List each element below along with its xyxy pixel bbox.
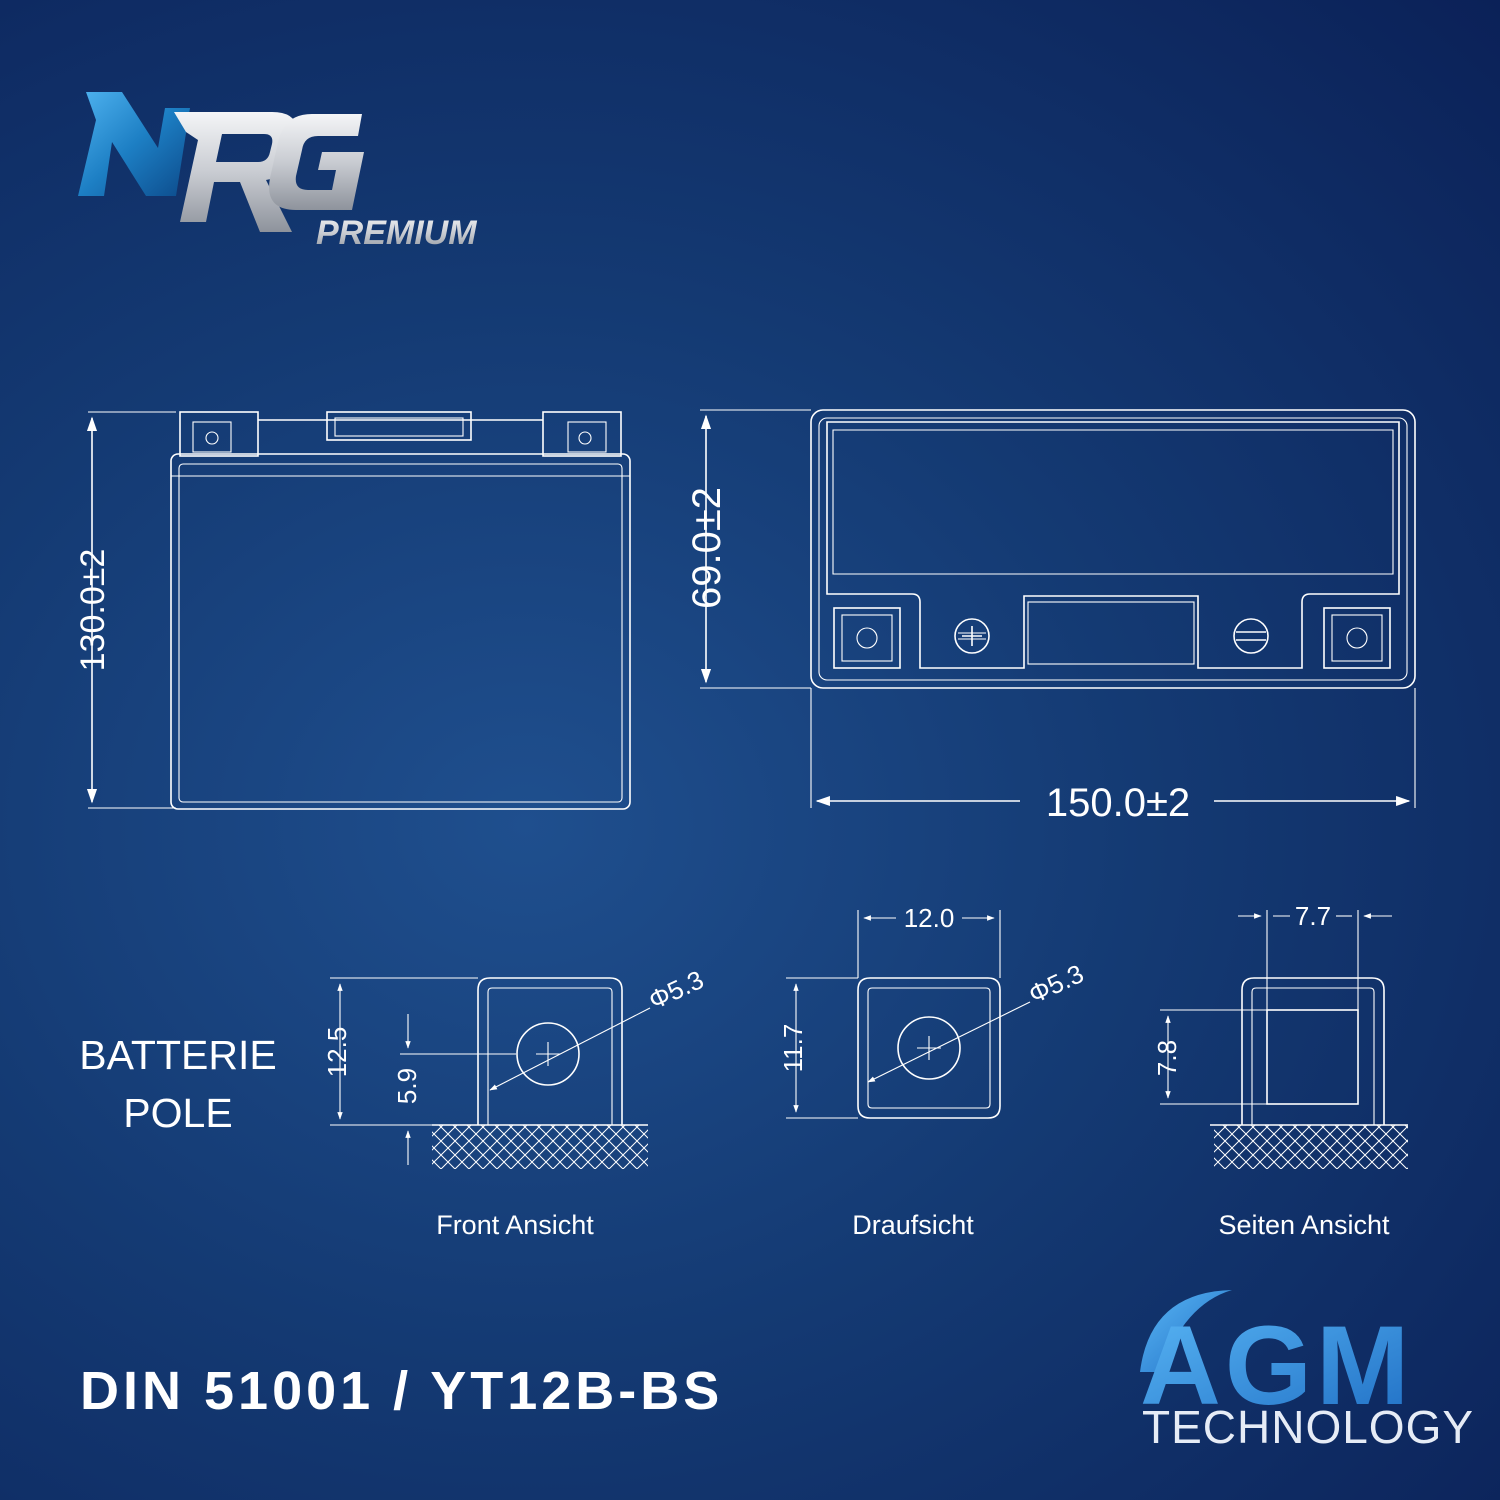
top-recess-outline xyxy=(826,421,1400,669)
plus-terminal-icon xyxy=(954,618,990,654)
battery-front-body xyxy=(170,453,631,810)
top-right-terminal xyxy=(1323,607,1391,669)
pole-label: POLE xyxy=(123,1090,233,1136)
pole-side-view xyxy=(1160,910,1408,1169)
pole-top-width-label: 12.0 xyxy=(904,903,955,933)
side-view-caption: Seiten Ansicht xyxy=(1218,1210,1390,1240)
battery-top-body xyxy=(810,409,1416,689)
front-right-terminal xyxy=(542,411,622,457)
nrg-logo: PREMIUM xyxy=(78,92,477,252)
agm-logo: AGM xyxy=(1140,1290,1413,1428)
top-left-terminal xyxy=(833,607,901,669)
battery-front-view xyxy=(86,411,631,810)
logo-r-shape xyxy=(174,112,297,232)
batterie-pole-heading: BATTERIE POLE xyxy=(70,1026,286,1142)
pole-front-view xyxy=(330,977,651,1169)
front-view-caption: Front Ansicht xyxy=(436,1210,594,1240)
pole-front-hole-label: 5.9 xyxy=(392,1068,422,1104)
top-view-caption: Draufsicht xyxy=(852,1210,974,1240)
batterie-label: BATTERIE xyxy=(79,1032,277,1078)
pole-side-height-label: 7.8 xyxy=(1152,1040,1182,1076)
logo-n-shape xyxy=(78,92,190,196)
pole-front-diameter-label: Φ5.3 xyxy=(644,964,708,1015)
depth-dimension-label: 69.0±2 xyxy=(685,487,729,609)
battery-top-view xyxy=(700,409,1416,808)
pole-side-outline xyxy=(1241,977,1385,1125)
logo-tagline: PREMIUM xyxy=(316,214,477,252)
pole-front-height-label: 12.5 xyxy=(322,1027,352,1078)
pole-front-outline xyxy=(477,977,623,1125)
agm-letters: AGM xyxy=(1140,1303,1413,1428)
pole-side-inner-square xyxy=(1266,1009,1359,1105)
model-designation: DIN 51001 / YT12B-BS xyxy=(80,1361,724,1421)
agm-swoosh xyxy=(1140,1290,1232,1372)
logo-g-shape xyxy=(269,114,364,210)
front-left-terminal xyxy=(179,411,259,457)
pole-side-width-label: 7.7 xyxy=(1295,901,1331,931)
agm-technology-subtitle: TECHNOLOGY xyxy=(1142,1401,1475,1453)
front-lid-handle xyxy=(326,411,472,441)
pole-top-diameter-label: Φ5.3 xyxy=(1024,958,1088,1009)
width-dimension-label: 150.0±2 xyxy=(1046,781,1190,825)
minus-terminal-icon xyxy=(1233,618,1269,654)
pole-top-height-label: 11.7 xyxy=(778,1024,808,1073)
battery-front-inner xyxy=(178,463,623,803)
pole-top-outline xyxy=(857,977,1001,1119)
height-dimension-label: 130.0±2 xyxy=(74,549,112,672)
pole-top-view xyxy=(786,910,1031,1119)
